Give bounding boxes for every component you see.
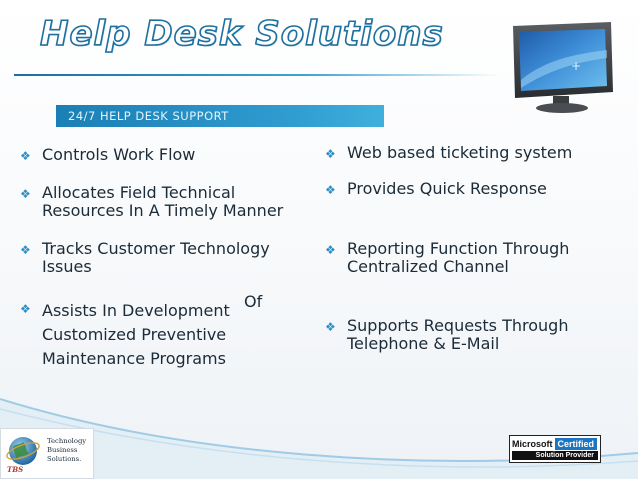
- bullet-icon: ❖: [20, 302, 31, 316]
- bullet-icon: ❖: [325, 243, 336, 257]
- bullet-icon: ❖: [325, 183, 336, 197]
- list-item: ❖ Controls Work Flow: [20, 145, 196, 164]
- list-item: ❖ Supports Requests Through Telephone & …: [325, 316, 569, 353]
- bullet-icon: ❖: [20, 187, 31, 201]
- bullet-icon: ❖: [20, 243, 31, 257]
- list-item: ❖ Reporting Function Through Centralized…: [325, 239, 570, 276]
- computer-monitor-icon: +: [513, 22, 613, 113]
- list-item: ❖ Web based ticketing system: [325, 143, 573, 162]
- section-banner: 24/7 HELP DESK SUPPORT: [56, 105, 384, 127]
- list-item: ❖ Assists In Development Customized Prev…: [20, 301, 230, 368]
- list-item: ❖ Provides Quick Response: [325, 179, 547, 198]
- slide-title: Help Desk Solutions: [39, 13, 444, 55]
- bullet-icon: ❖: [20, 149, 31, 163]
- bullet-icon: ❖: [325, 147, 336, 161]
- badge-certified: Certified: [554, 438, 598, 450]
- bullet-icon: ❖: [325, 320, 336, 334]
- globe-icon: TBS: [6, 437, 40, 473]
- badge-brand: Microsoft: [512, 439, 553, 449]
- company-logo: TBS Technology Business Solutions.: [0, 428, 94, 479]
- list-item: ❖ Allocates Field Technical Resources In…: [20, 183, 284, 220]
- logo-monogram: TBS: [7, 465, 23, 473]
- microsoft-certified-badge: Microsoft Certified Solution Provider: [509, 435, 601, 463]
- trailing-word: Of: [244, 292, 263, 311]
- list-item: ❖ Tracks Customer Technology Issues: [20, 239, 270, 276]
- badge-subtitle: Solution Provider: [512, 451, 598, 460]
- title-underline: [14, 74, 500, 76]
- logo-text: Technology Business Solutions.: [47, 437, 87, 463]
- svg-text:+: +: [571, 59, 581, 73]
